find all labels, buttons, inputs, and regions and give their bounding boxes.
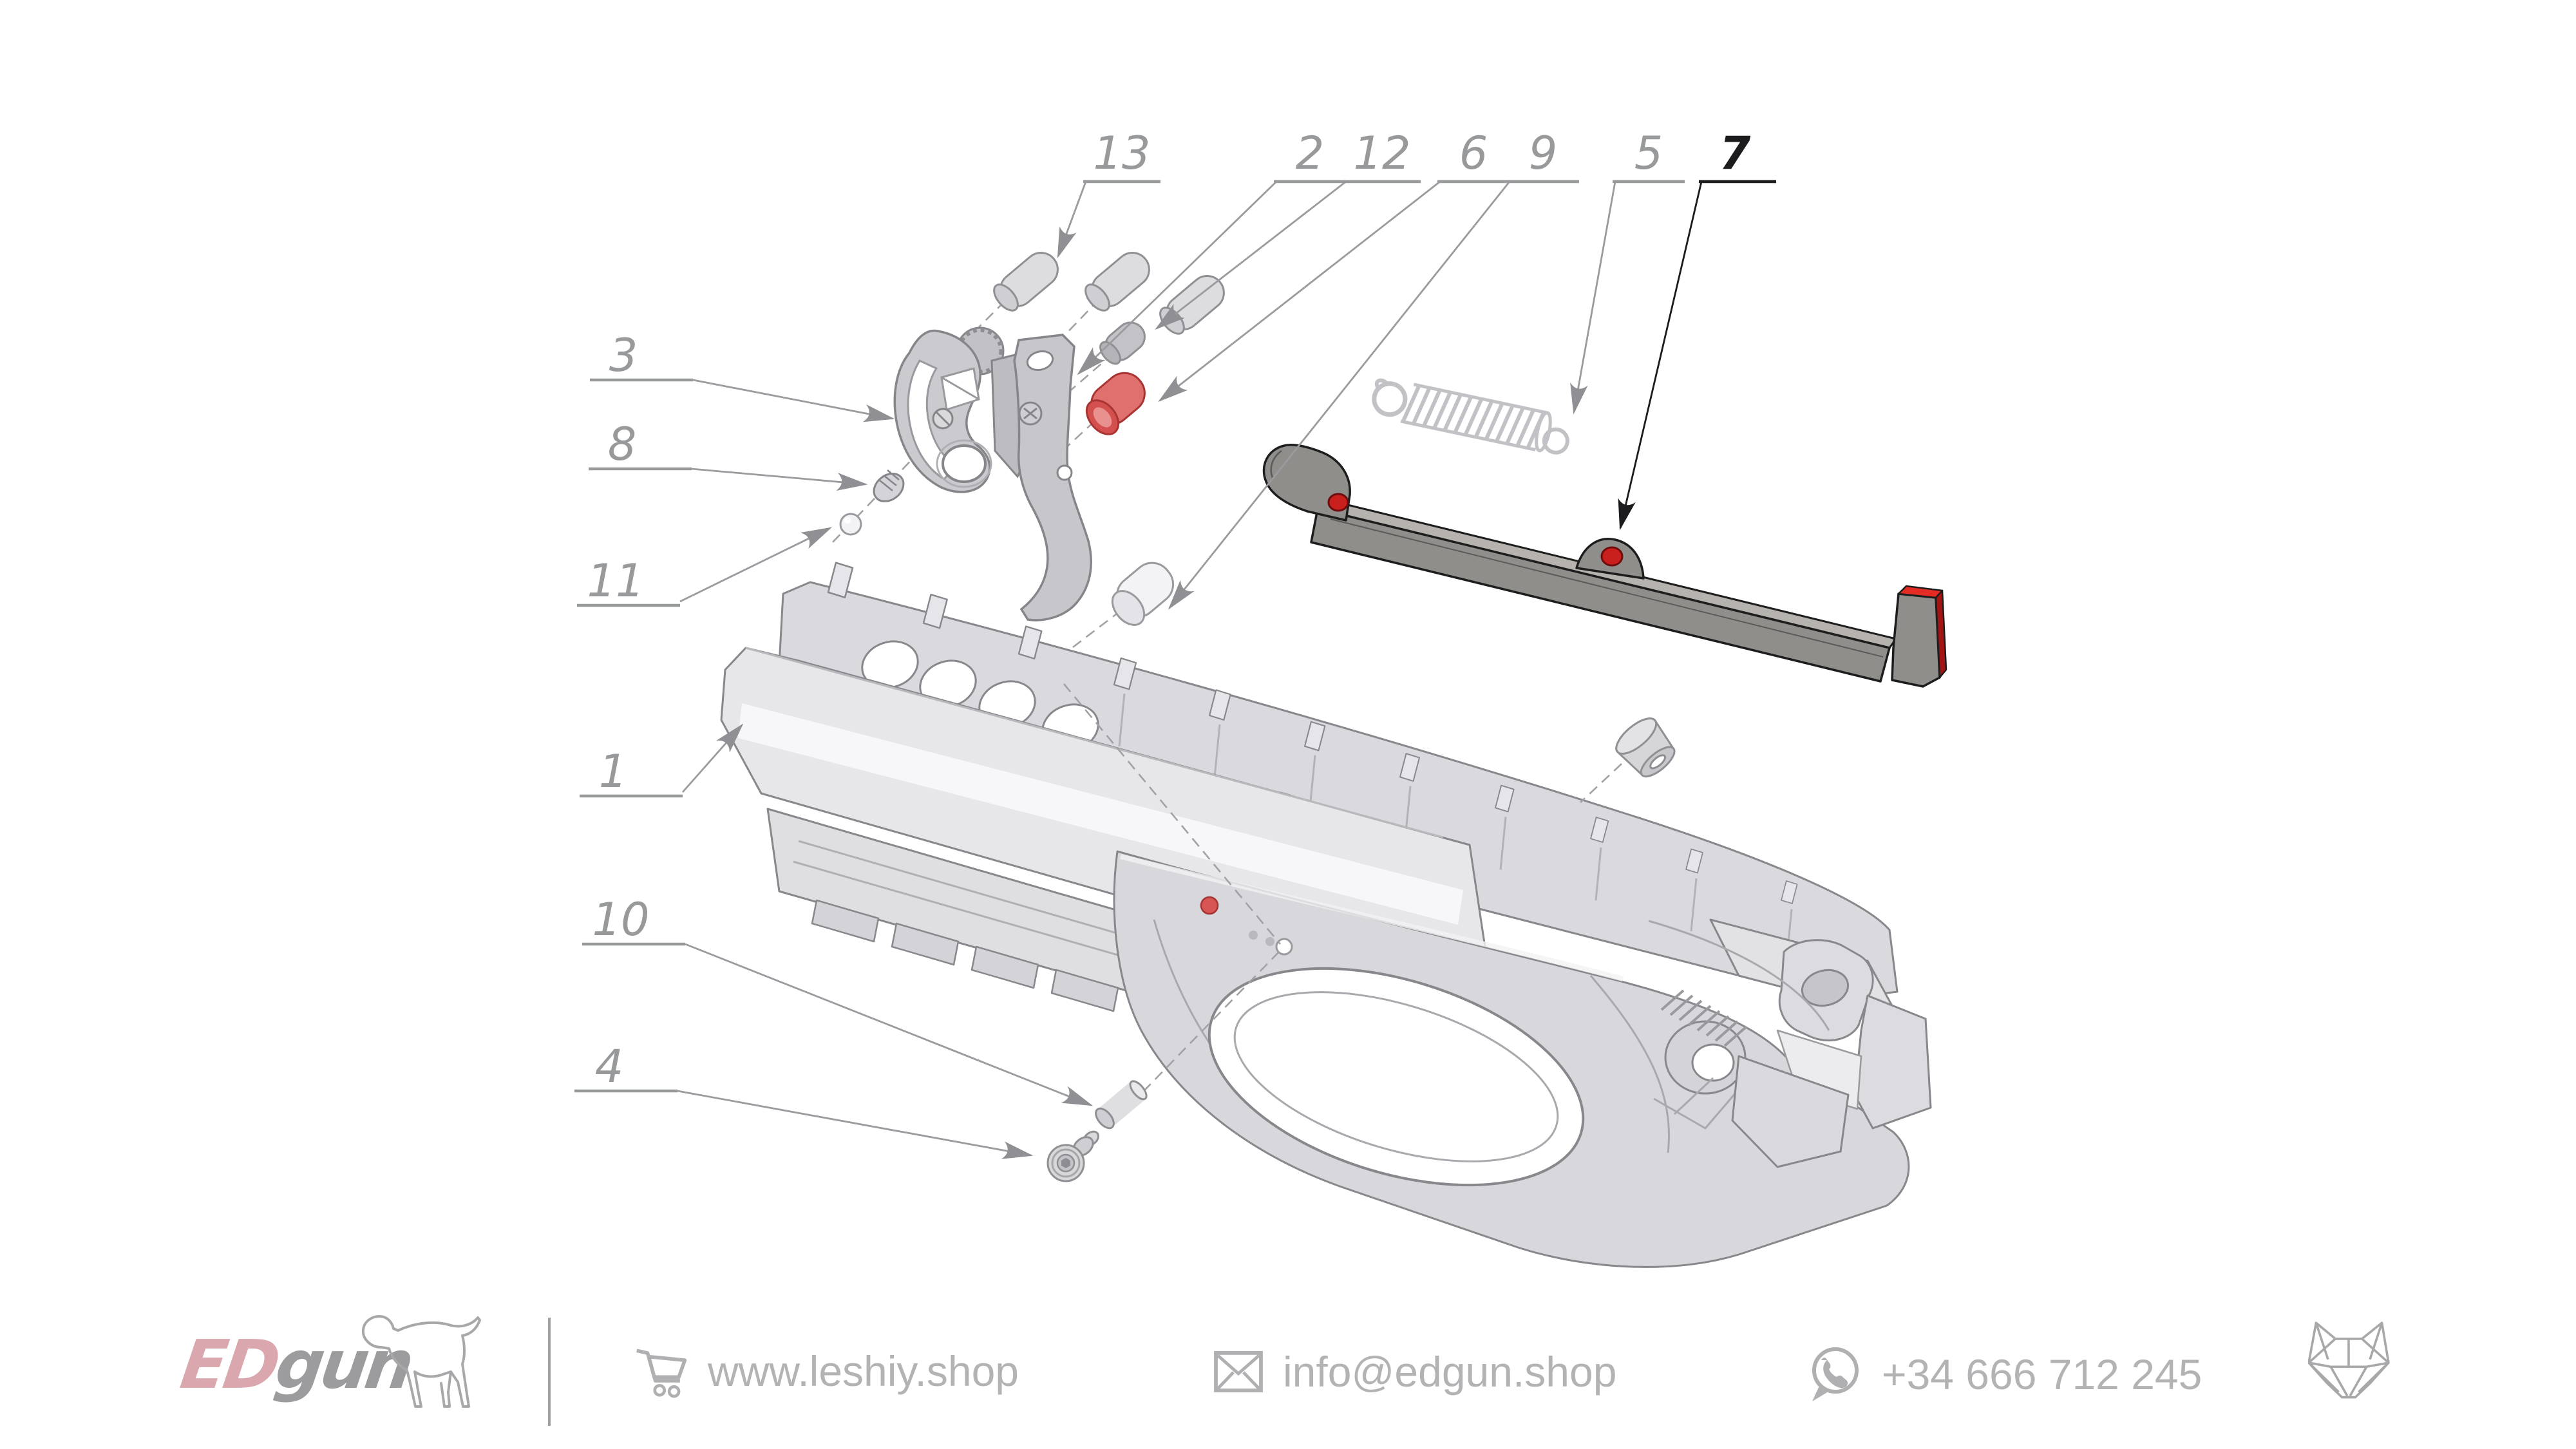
- leader-line-3: [692, 379, 895, 422]
- spring-coil-turn: [1474, 401, 1493, 437]
- trigger-blade: [1013, 334, 1092, 621]
- phone-text: +34 666 712 245: [1882, 1350, 2202, 1398]
- pin-13: [993, 252, 1059, 312]
- sear-spring-part5: [1372, 378, 1569, 455]
- part-label-12: 12: [1353, 127, 1410, 180]
- bushing-grommet: [1615, 717, 1676, 778]
- lever-red-tab-side: [1935, 589, 1947, 679]
- spring-coil-turn: [1443, 395, 1463, 430]
- lever-red-hole-left: [1327, 493, 1349, 512]
- footer-website: www.leshiy.shop: [634, 1343, 1019, 1399]
- picatinny-rail: [766, 808, 1190, 1012]
- white-roller-part9: [1111, 562, 1175, 626]
- part-label-2: 2: [1296, 127, 1325, 180]
- leader-line-5: [1570, 181, 1616, 415]
- assembly-axis-5: [1063, 683, 1281, 945]
- wall-rib-line: [1499, 817, 1507, 870]
- part-label-1: 1: [599, 745, 628, 798]
- spring-coil-turn: [1516, 410, 1535, 446]
- part-label-5: 5: [1634, 127, 1663, 180]
- pin-2a: [1084, 252, 1150, 312]
- receiver-rear-block: [1648, 918, 1932, 1168]
- whatsapp-icon: [1812, 1347, 1859, 1401]
- footer-phone: +34 666 712 245: [1807, 1345, 2202, 1404]
- pin-12: [1099, 321, 1146, 365]
- spring-coil-turn: [1412, 388, 1431, 424]
- spring-coil-turn: [1506, 408, 1524, 444]
- trigger-guard-cutout: [1208, 967, 1585, 1187]
- footer-email: info@edgun.shop: [1213, 1347, 1616, 1396]
- footer-divider: [548, 1318, 551, 1426]
- cart-icon: [636, 1349, 687, 1398]
- spring-coil-turn: [1401, 386, 1421, 422]
- envelope-icon: [1214, 1350, 1263, 1393]
- email-text: info@edgun.shop: [1283, 1348, 1617, 1396]
- leader-line-12: [1155, 180, 1347, 330]
- safety-lever-part7: [1262, 444, 1947, 688]
- leader-line-7: [1618, 181, 1703, 531]
- detent-spring-part8: [873, 469, 905, 502]
- spring-coil-turn: [1484, 403, 1504, 439]
- guard-pin-part10: [1095, 1080, 1148, 1130]
- guard-screw-part4: [1046, 1130, 1100, 1182]
- receiver-body: [720, 562, 1932, 1268]
- wolf-head-icon: [2308, 1321, 2390, 1399]
- part-label-10: 10: [592, 893, 649, 946]
- wall-rib-line: [1213, 724, 1221, 778]
- lever-red-hole-mid: [1600, 546, 1624, 567]
- part-label-13: 13: [1093, 127, 1150, 180]
- spring-coil-turn: [1464, 399, 1483, 435]
- leader-line-6: [1158, 180, 1441, 402]
- part-label-11: 11: [587, 554, 644, 607]
- leader-line-2: [1077, 180, 1277, 375]
- part-label-8: 8: [608, 418, 637, 471]
- part-label-9: 9: [1529, 127, 1558, 180]
- leader-line-9: [1168, 181, 1511, 610]
- website-text: www.leshiy.shop: [708, 1347, 1019, 1395]
- part-label-6: 6: [1459, 127, 1488, 180]
- wall-rib-line: [1118, 694, 1126, 747]
- assembly-axis-7: [1580, 763, 1622, 803]
- body-red-dot: [1200, 896, 1219, 915]
- spring-coil-turn: [1495, 406, 1514, 441]
- wall-rib-line: [1595, 848, 1602, 901]
- rear-rack-serrations: [1660, 989, 1748, 1047]
- edgun-logo-ed: ED: [176, 1325, 282, 1404]
- red-bushing-part6: [1085, 372, 1146, 435]
- receiver-back-wall: [778, 581, 1899, 1001]
- detent-ball-part11: [839, 513, 862, 536]
- part-label-3: 3: [609, 329, 638, 382]
- leader-line-4: [677, 1090, 1034, 1159]
- spring-coil-turn: [1433, 392, 1452, 428]
- dog-silhouette-icon: [361, 1315, 481, 1408]
- part-label-7: 7: [1719, 127, 1751, 180]
- wall-rib-line: [1690, 878, 1698, 932]
- leader-line-11: [679, 527, 833, 603]
- assembly-axis-4: [1072, 611, 1120, 649]
- leader-line-1: [681, 723, 744, 793]
- leader-line-13: [1057, 181, 1087, 259]
- part-label-4: 4: [595, 1040, 624, 1093]
- wall-rib-line: [1309, 755, 1316, 808]
- leader-line-10: [685, 943, 1094, 1106]
- spring-coil-turn: [1422, 390, 1441, 426]
- spring-coil-turn: [1454, 397, 1473, 433]
- leader-line-8: [691, 468, 868, 491]
